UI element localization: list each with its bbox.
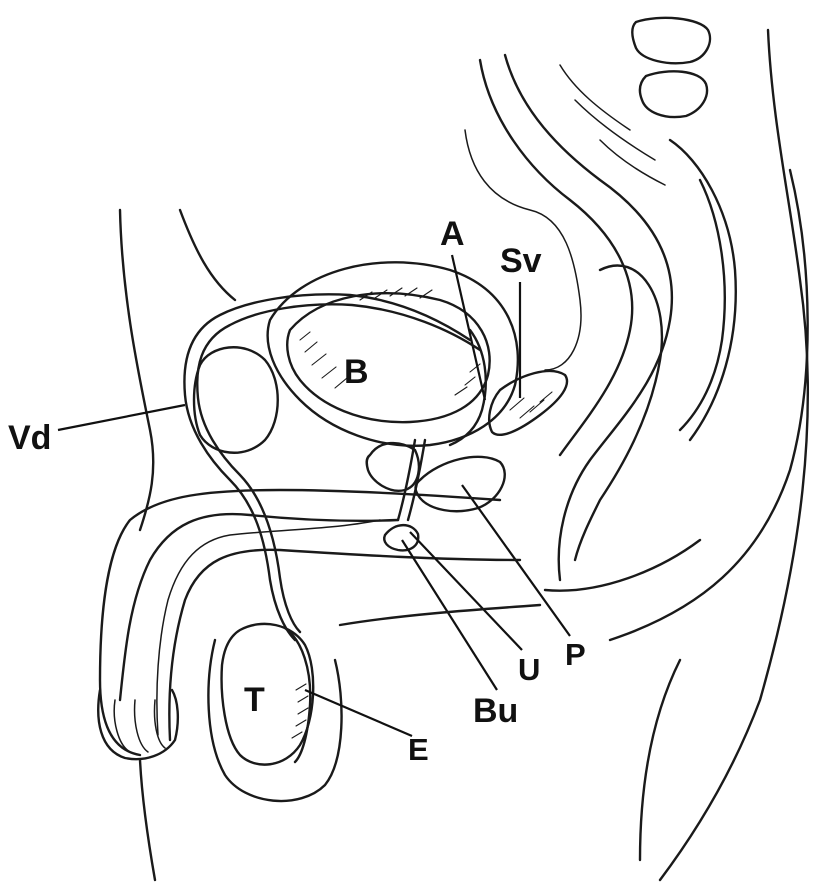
label-A: A [440,215,465,253]
scrotum [208,640,341,801]
leader-U [410,532,522,650]
label-P: P [565,637,586,672]
seminal-vesicle [489,371,567,435]
label-Vd: Vd [8,419,51,457]
anal-canal [545,540,700,591]
vas-deferens [184,294,470,640]
bladder-inner [287,293,489,422]
testis-hatching [292,684,308,738]
leader-Vd [58,405,185,430]
label-Bu: Bu [473,692,518,730]
corpus-spongiosum [157,520,380,735]
sacral-fold-3 [560,65,665,185]
rectal-pouch [575,266,662,560]
bulb [384,525,418,550]
bladder-outer [268,262,518,445]
label-Sv: Sv [500,242,542,280]
sacral-fold-2 [680,180,725,430]
prostate [416,457,505,511]
abdominal-wall [120,210,153,530]
vertebrae [632,18,710,117]
abdominal-fascia [180,210,235,300]
pubic-bone [194,347,278,452]
label-E: E [408,732,429,767]
label-U: U [518,652,540,687]
perineum [340,605,540,625]
label-T: T [244,681,265,719]
thigh-contour [640,660,680,860]
buttock-contour [610,170,808,640]
label-B: B [344,353,369,391]
back-contour [660,30,808,880]
thigh-front [140,760,155,880]
leader-E [305,690,412,736]
rectum-wall [505,55,672,580]
seminal-vesicle-hatching [510,392,552,418]
urethra [120,514,398,700]
glans [98,690,178,759]
